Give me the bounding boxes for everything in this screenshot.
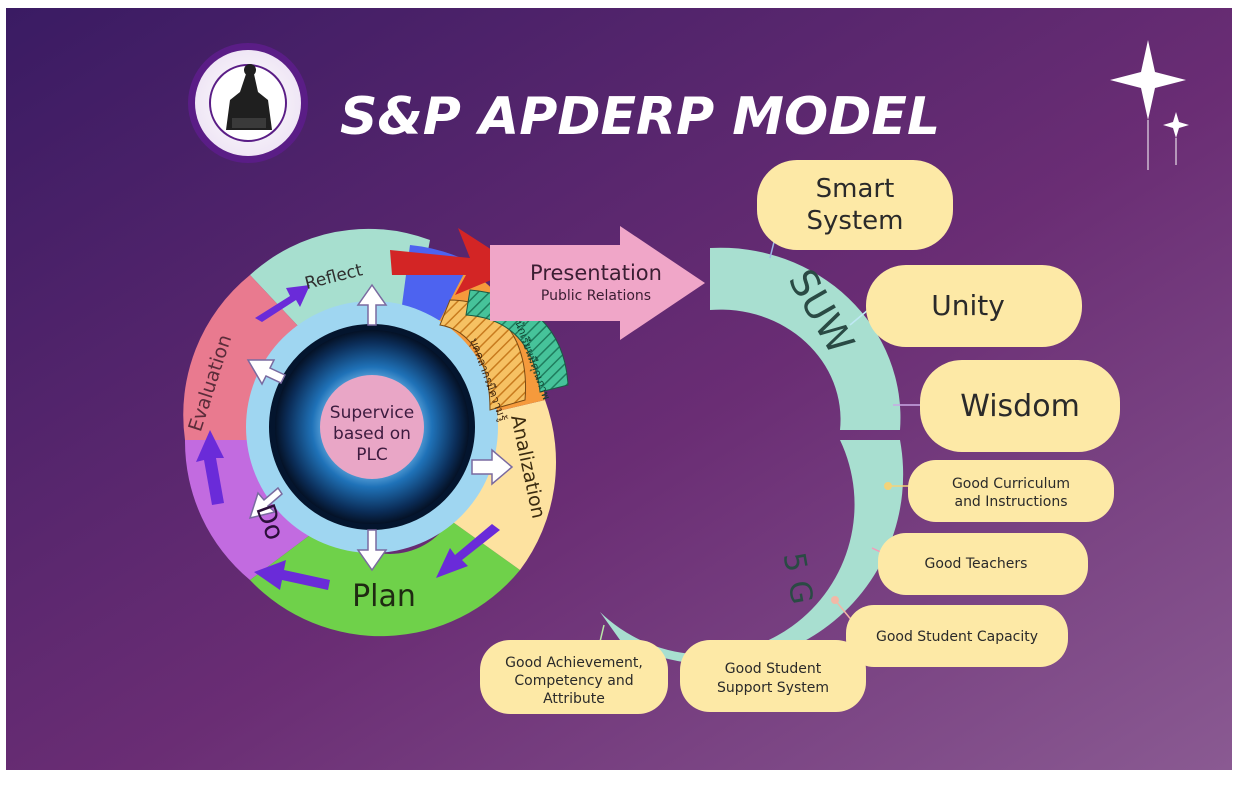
arrow-down-left-icon xyxy=(248,486,283,520)
pill-curriculum: Good Curriculum and Instructions xyxy=(908,460,1114,522)
pill-smart-system: Smart System xyxy=(757,160,953,250)
achievement-line3: Attribute xyxy=(543,691,605,707)
achievement-line2: Competency and xyxy=(514,673,633,689)
center-line3: PLC xyxy=(356,445,388,465)
arrow-w-icon xyxy=(254,560,330,590)
presentation-line1: Presentation xyxy=(530,261,662,285)
red-arrow-icon xyxy=(390,228,520,295)
pill-support: Good Student Support System xyxy=(680,640,866,712)
arrow-up-icon xyxy=(356,283,388,326)
cycle-arrows xyxy=(196,285,500,590)
suw-arc xyxy=(710,247,901,430)
center-line1: Supervice xyxy=(330,403,414,423)
arrow-left-icon xyxy=(246,359,287,386)
segment-plan xyxy=(250,520,520,637)
support-line1: Good Student xyxy=(725,661,822,677)
pill-capacity: Good Student Capacity xyxy=(846,605,1068,667)
wisdom-label: Wisdom xyxy=(960,389,1080,424)
sparkle-icon xyxy=(1110,40,1189,170)
achievement-line1: Good Achievement, xyxy=(505,655,643,671)
pill-unity: Unity xyxy=(866,265,1082,347)
arrow-up-icon xyxy=(196,430,224,505)
presentation-arrow xyxy=(490,226,705,340)
label-plan: Plan xyxy=(352,579,416,614)
page-title: S&P APDERP MODEL xyxy=(340,87,940,147)
pill-achievement: Good Achievement, Competency and Attribu… xyxy=(480,640,668,714)
curriculum-line1: Good Curriculum xyxy=(952,476,1070,492)
arrow-down-icon xyxy=(356,529,388,572)
fiveg-arc xyxy=(600,440,904,665)
radial-arrows xyxy=(246,283,514,572)
curriculum-line2: and Instructions xyxy=(954,494,1067,510)
center-circle xyxy=(320,375,424,479)
support-line2: Support System xyxy=(717,680,829,696)
capacity-label: Good Student Capacity xyxy=(876,629,1038,645)
center-line2: based on xyxy=(333,424,411,444)
arrow-sw-icon xyxy=(436,524,500,578)
arrow-right-icon xyxy=(471,448,514,486)
school-seal-logo xyxy=(188,43,308,163)
smart-line2: System xyxy=(807,206,904,236)
presentation-line2: Public Relations xyxy=(541,288,651,304)
arrow-ne-icon xyxy=(255,285,310,322)
pill-teachers: Good Teachers xyxy=(878,533,1088,595)
smart-line1: Smart xyxy=(816,174,895,204)
unity-label: Unity xyxy=(931,289,1005,322)
teachers-label: Good Teachers xyxy=(925,556,1028,572)
pill-wisdom: Wisdom xyxy=(920,360,1120,452)
